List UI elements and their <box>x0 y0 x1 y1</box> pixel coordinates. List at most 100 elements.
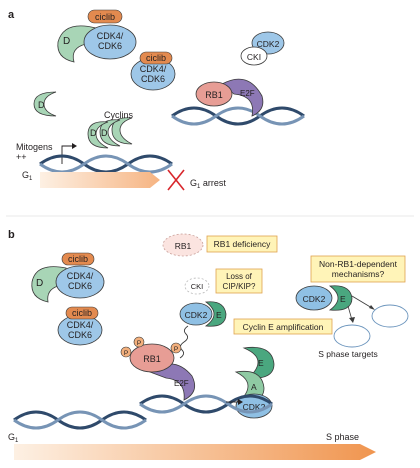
cyclin-e-label: E <box>258 358 264 368</box>
cdk46-cyclind-complex-b1: D CDK4/ CDK6 ciclib <box>31 252 105 303</box>
cdk46-label-line1: CDK4/ <box>67 320 94 330</box>
rb1-faded-shape <box>162 233 204 257</box>
cdk46-cyclind-complex-a1: D CDK4/ CDK6 ciclib <box>57 9 137 63</box>
cdk2-label: CDK2 <box>303 294 326 304</box>
phospho-rb1-e2f-complex: E2F RB1 P P P <box>120 336 196 401</box>
cki-faded-shape <box>184 277 210 295</box>
non-rb1-line2: mechanisms? <box>332 269 385 279</box>
cyclins-stack: D D <box>87 117 133 149</box>
cyclin-d-label: D <box>90 128 97 138</box>
cdk2-label: CDK2 <box>257 39 280 49</box>
cki-shape <box>240 46 268 66</box>
cki-label: CKI <box>247 52 261 62</box>
ciclib-label: ciclib <box>68 254 88 264</box>
g1-label-a: G1 <box>22 170 33 182</box>
cdk2-cki-complex-a: CDK2 CKI <box>240 31 285 66</box>
free-cyclin-d: D <box>33 91 57 117</box>
panel-b-label: b <box>8 229 15 241</box>
ciclib-label: ciclib <box>146 53 166 63</box>
rb1-deficiency-label: RB1 deficiency <box>214 239 271 249</box>
s-phase-label: S phase <box>326 432 359 442</box>
loss-cip-line2: CIP/KIP? <box>223 282 256 291</box>
cyclin-e-amp-box <box>233 318 333 335</box>
cyclin-d-label: D <box>36 278 43 289</box>
rb1-shape <box>129 343 175 373</box>
cyclin-e-label: E <box>216 310 222 320</box>
cdk46-label-line1: CDK4/ <box>67 271 94 281</box>
phosphorylation-squiggle <box>179 325 189 359</box>
e2f-shape <box>221 78 264 117</box>
rb1-deficiency-box <box>206 235 278 253</box>
phospho-circle-3 <box>170 342 182 354</box>
phospho-circle-2 <box>120 346 132 358</box>
e2f-shape <box>149 363 196 401</box>
cdk2-cyclin-e-complex-top: E CDK2 <box>179 301 227 327</box>
cyclins-label: Cyclins <box>104 110 134 120</box>
e2f-label: E2F <box>174 379 189 388</box>
dna-helix-a-left <box>39 154 173 174</box>
ciclib-label: ciclib <box>72 308 92 318</box>
s-phase-targets-label: S phase targets <box>318 349 378 359</box>
cdk46-label-line2: CDK6 <box>141 74 165 84</box>
dna-helix-a-right <box>171 106 305 126</box>
non-rb1-box <box>310 255 406 283</box>
cyclin-d-label: D <box>101 128 108 138</box>
cyclin-e-shape <box>204 301 227 327</box>
cdk46-ciclib-complex-a2: CDK4/ CDK6 ciclib <box>130 51 176 91</box>
rb1-faded-label: RB1 <box>175 241 192 251</box>
loss-cip-line1: Loss of <box>226 272 253 281</box>
cyclin-d-label: D <box>63 36 70 47</box>
cdk2-shape <box>179 302 213 326</box>
phospho-label-2: P <box>124 350 128 357</box>
ciclib-pill <box>61 252 95 266</box>
e2f-label: E2F <box>240 89 255 98</box>
s-phase-target-1 <box>371 304 409 328</box>
cdk2-label: CDK2 <box>243 402 266 412</box>
cdk46-shape <box>55 265 105 299</box>
cdk46-label-line2: CDK6 <box>98 41 122 51</box>
phospho-label-1: P <box>137 340 141 347</box>
panel-a-label: a <box>8 9 15 21</box>
cdk2-shape <box>295 285 333 311</box>
g1-arrest-label: G1 arrest <box>190 178 226 190</box>
rb1-label: RB1 <box>143 354 161 364</box>
cdk46-label-line1: CDK4/ <box>97 31 124 41</box>
target-arrow-1 <box>351 295 373 309</box>
dna-helix-b-left <box>13 410 147 430</box>
g1-label-b: G1 <box>8 432 19 444</box>
cdk46-label-line1: CDK4/ <box>140 64 167 74</box>
dna-helix-b-middle <box>139 394 273 414</box>
ciclib-pill <box>87 9 123 24</box>
ciclib-label: ciclib <box>95 12 115 22</box>
cyclin-e-label: E <box>340 294 346 304</box>
cyclin-e-amp-label: Cyclin E amplification <box>243 322 324 332</box>
g1-s-phase-arrow <box>14 444 376 460</box>
non-rb1-line1: Non-RB1-dependent <box>319 259 398 269</box>
mitogens-plus: ++ <box>16 152 27 162</box>
cdk2-cyclin-e-complex-right: E CDK2 <box>295 285 353 311</box>
rb1-e2f-complex-a: E2F RB1 <box>195 78 264 117</box>
cyclin-a-label: A <box>251 382 257 392</box>
cdk46-label-line2: CDK6 <box>68 330 92 340</box>
cdk46-shape <box>83 24 137 60</box>
s-phase-target-2 <box>333 324 371 348</box>
cyclin-d-label: D <box>38 100 45 110</box>
cyclin-e-shape <box>328 285 353 311</box>
promoter-arrow <box>61 145 72 164</box>
g1-arrow-a <box>40 172 160 188</box>
cdk2-label: CDK2 <box>185 310 208 320</box>
cdk46-ciclib-complex-b2: CDK4/ CDK6 ciclib <box>57 306 103 346</box>
loss-cip-box <box>215 268 263 294</box>
arrest-cross-icon <box>167 169 185 191</box>
phospho-label-3: P <box>174 346 178 353</box>
phospho-circle-1 <box>133 336 145 348</box>
rb1-label: RB1 <box>205 90 223 100</box>
cdk2-cyclin-ea-complex-bottom: E A CDK2 <box>234 346 275 419</box>
cki-faded-label: CKI <box>191 282 204 291</box>
ciclib-pill <box>65 306 99 320</box>
cdk46-label-line2: CDK6 <box>68 281 92 291</box>
ciclib-pill <box>139 51 173 65</box>
rb1-shape <box>195 81 233 107</box>
mitogens-label: Mitogens <box>16 142 53 152</box>
